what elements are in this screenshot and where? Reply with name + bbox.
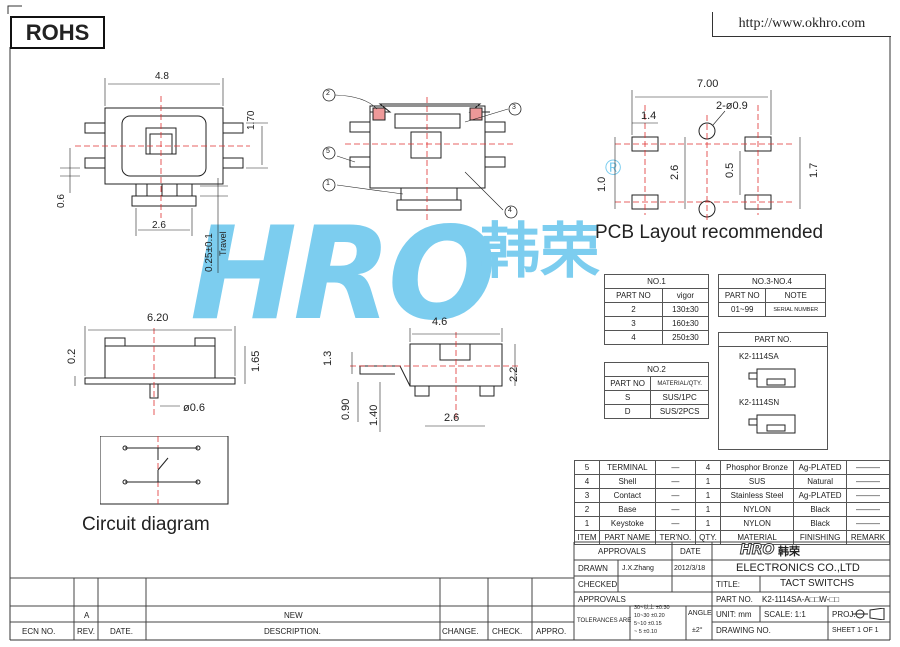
table-cell: D: [603, 404, 652, 419]
table-cell: SUS/2PCS: [650, 404, 709, 419]
bom-cell: 1: [574, 516, 600, 531]
tb-drawn-date: 2012/3/18: [674, 565, 706, 572]
tb-checked: CHECKED: [578, 580, 618, 589]
tb-drawn: DRAWN: [578, 564, 608, 573]
watermark-cjk: 韩荣: [480, 218, 600, 285]
rev-header: DATE.: [110, 627, 133, 636]
callout-4: 4: [508, 207, 512, 214]
pcb-layout-drawing: [614, 90, 801, 220]
tb-company: ELECTRONICS CO.,LTD: [736, 562, 860, 574]
circuit-diagram: [100, 436, 229, 505]
tb-sheet: SHEET 1 OF 1: [832, 627, 879, 634]
registered-mark: ®: [605, 155, 622, 180]
dim-front-width: 4.6: [432, 316, 448, 328]
rev-header: CHANGE.: [442, 627, 479, 636]
projection-icon: [852, 608, 885, 620]
rev-header: APPRO.: [536, 627, 567, 636]
tb-proj: PROJ.: [832, 610, 856, 619]
tb-angle-val: ±2°: [692, 627, 703, 634]
tb-date: DATE: [680, 547, 701, 556]
hro-logo-cjk: 韩荣: [778, 546, 800, 558]
bom-cell: Phosphor Bronze: [719, 460, 795, 475]
rev-new: NEW: [284, 611, 303, 620]
circuit-label: Circuit diagram: [82, 514, 210, 535]
bom-header-cell: PART NAME: [599, 530, 656, 545]
rev-header: CHECK.: [492, 627, 523, 636]
partno-box-title: PART NO.: [719, 334, 827, 347]
dim-bottom-width: 2.6: [152, 220, 166, 231]
rohs-badge: ROHS: [10, 16, 105, 49]
dim-side-width: 6.20: [147, 312, 169, 324]
switch-sn-icon: [748, 414, 796, 434]
rev-header: ECN NO.: [22, 627, 56, 636]
tb-title-label: TITLE:: [716, 580, 741, 589]
tb-tol-label: TOLERANCES ARE: [577, 618, 632, 624]
rev-header: REV.: [77, 627, 95, 636]
top-view-drawing: [60, 78, 268, 273]
partno-item: K2-1114SN: [739, 398, 780, 407]
website-url[interactable]: http://www.okhro.com: [712, 12, 891, 37]
rev-header: DESCRIPTION.: [264, 627, 321, 636]
tb-tol: 30~以上 ±0.30 10~30 ±0.20 5~10 ±0.15 ~ 5 ±…: [634, 605, 670, 635]
callout-5: 5: [326, 148, 330, 155]
dim-side-dia: ø0.6: [183, 402, 206, 414]
bom-cell: —: [654, 502, 697, 517]
section-view-drawing: [322, 88, 522, 222]
tb-approvals: APPROVALS: [598, 547, 646, 556]
tb-approvals2: APPROVALS: [578, 595, 626, 604]
bom-header-cell: REMARK: [845, 530, 891, 545]
pcb-layout-label: PCB Layout recommended: [595, 222, 824, 243]
watermark-latin: HRO: [190, 200, 496, 349]
tb-drawn-by: J.X.Zhang: [622, 565, 654, 572]
bom-header-cell: TER'NO.: [654, 530, 697, 545]
tb-scale: SCALE: 1:1: [764, 610, 806, 619]
tb-angle: ANGLE: [688, 610, 712, 617]
partno-box: PART NO. K2-1114SA K2-1114SN: [718, 332, 828, 450]
switch-sa-icon: [748, 368, 796, 388]
dim-front-2-6: 2.6: [444, 412, 460, 424]
tb-partno-label: PART NO.: [716, 595, 753, 604]
dim-pcb-pad: 1.4: [641, 110, 657, 122]
table-cell: 4: [604, 330, 663, 345]
bom-header-cell: ITEM: [574, 530, 600, 545]
tb-title: TACT SWITCHS: [780, 578, 855, 589]
table-cell: 01~99: [717, 302, 767, 317]
front-view-drawing: [350, 328, 520, 432]
dim-pcb-hole: 2-ø0.9: [716, 100, 748, 112]
tb-partno: K2-1114SA-A□□W-□□: [762, 595, 840, 604]
hro-watermark: HRO 韩荣 ®: [190, 155, 621, 365]
callout-3: 3: [512, 104, 516, 111]
table-cell: SERIAL NUMBER: [765, 302, 826, 317]
tb-drawing-no: DRAWING NO.: [716, 626, 771, 635]
rev-a: A: [84, 611, 90, 620]
callout-1: 1: [326, 180, 330, 187]
table-cell: 250±30: [661, 330, 710, 345]
dim-pcb-width: 7.00: [697, 78, 719, 90]
partno-item: K2-1114SA: [739, 352, 779, 361]
tb-unit: UNIT: mm: [716, 610, 752, 619]
hro-logo: HRO: [739, 542, 775, 559]
bom-header-cell: FINISHING: [793, 530, 847, 545]
dim-top-width: 4.8: [155, 71, 169, 82]
side-view-drawing: [74, 326, 246, 418]
callout-2: 2: [326, 90, 330, 97]
bom-header-cell: MATERIAL: [719, 530, 795, 545]
